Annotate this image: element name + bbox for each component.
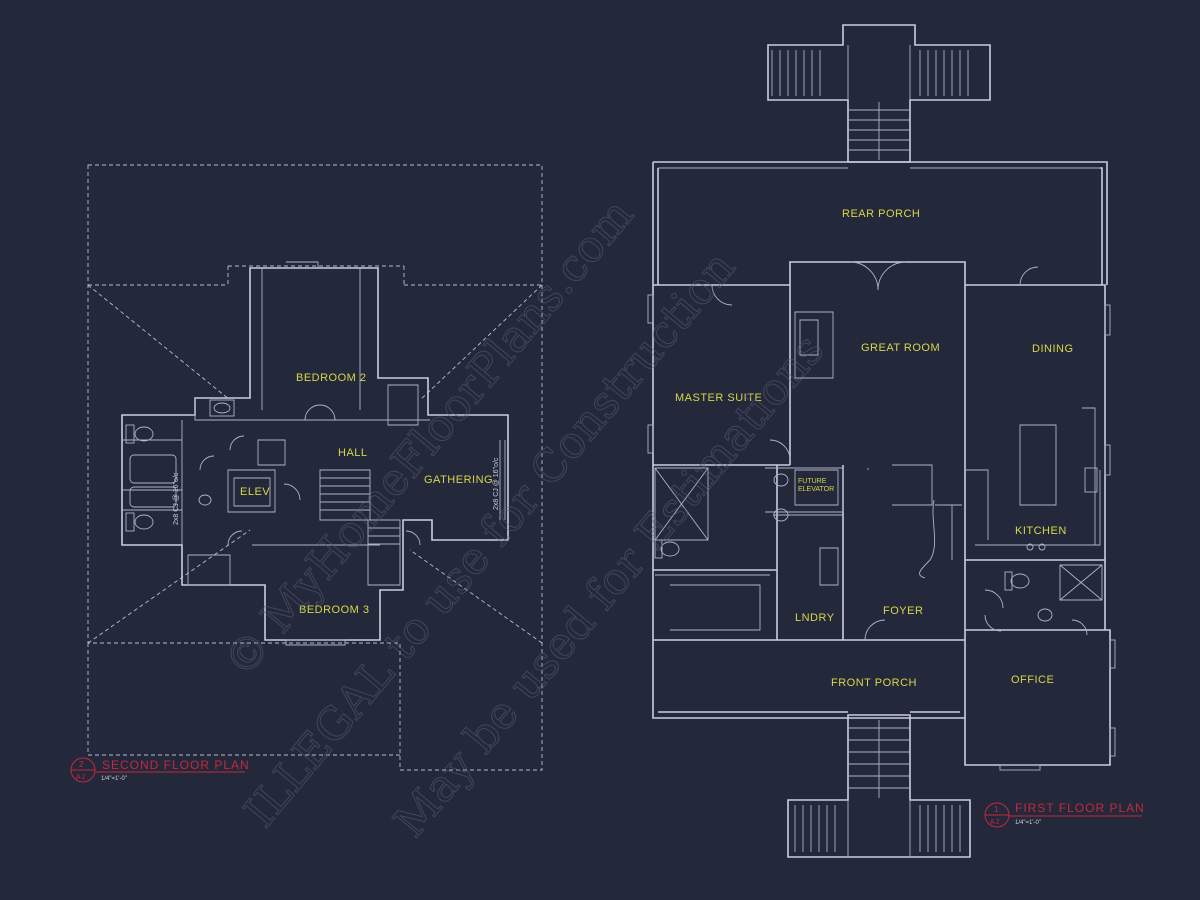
second-floor-title: SECOND FLOOR PLAN: [102, 758, 250, 772]
room-label-front-porch: FRONT PORCH: [831, 677, 917, 689]
joist-note-left: 2x8 CJ @ 16"o/c: [173, 472, 180, 525]
room-label-gathering: GATHERING: [424, 474, 493, 486]
first-floor-title: FIRST FLOOR PLAN: [1015, 801, 1145, 815]
callout-number: 2: [79, 760, 84, 769]
window-marks: [647, 294, 1116, 771]
room-label-future: FUTURE: [798, 478, 827, 485]
room-label-master-suite: MASTER SUITE: [675, 392, 762, 404]
second-floor-title-block: 2 A2 SECOND FLOOR PLAN 1/4"=1'-0": [70, 757, 250, 783]
first-floor-walls: [653, 261, 1111, 766]
room-label-bedroom-3: BEDROOM 3: [299, 604, 370, 616]
room-label-office: OFFICE: [1011, 674, 1054, 686]
room-label-rear-porch: REAR PORCH: [842, 208, 920, 220]
callout-number: 1: [994, 805, 999, 814]
room-label-elev: ELEV: [240, 486, 270, 498]
second-floor-interior: [122, 261, 506, 646]
second-floor-walls: [121, 267, 509, 641]
first-floor-plan: REAR PORCH GREAT ROOM DINING MASTER SUIT…: [647, 24, 1145, 858]
door-swings: [199, 404, 421, 546]
second-floor-plan: BEDROOM 2 HALL ELEV GATHERING BEDROOM 3 …: [70, 164, 543, 783]
room-label-lndry: LNDRY: [795, 612, 835, 624]
rear-stair-treads: [771, 45, 969, 160]
front-porch-outline: [652, 640, 965, 719]
roof-ridge-lines: [87, 265, 543, 644]
front-stair-treads: [794, 720, 961, 857]
first-floor-title-block: 1 A2 FIRST FLOOR PLAN 1/4"=1'-0": [984, 801, 1145, 828]
first-floor-scale: 1/4"=1'-0": [1015, 820, 1041, 826]
callout-sheet: A2: [990, 819, 1001, 826]
room-label-elevator: ELEVATOR: [798, 486, 834, 493]
front-stairs: [787, 714, 971, 858]
second-floor-scale: 1/4"=1'-0": [101, 776, 127, 782]
rear-porch-outline: [652, 161, 1108, 640]
first-floor-doors: [711, 261, 1088, 641]
room-label-dining: DINING: [1032, 343, 1074, 355]
room-label-bedroom-2: BEDROOM 2: [296, 372, 367, 384]
room-label-great-room: GREAT ROOM: [861, 342, 940, 354]
room-label-foyer: FOYER: [883, 605, 923, 617]
first-floor-fixtures: [654, 467, 1098, 622]
bath-fixtures: [125, 399, 235, 532]
joist-note-right: 2x8 CJ @ 16"o/c: [493, 457, 500, 510]
roof-outline: [87, 164, 543, 771]
watermark: © MyHomeFloorPlans.com ILLEGAL to use fo…: [214, 189, 835, 848]
room-label-kitchen: KITCHEN: [1015, 525, 1067, 537]
first-floor-interior: [654, 311, 1103, 631]
room-label-hall: HALL: [338, 447, 368, 459]
callout-sheet: A2: [76, 774, 87, 781]
